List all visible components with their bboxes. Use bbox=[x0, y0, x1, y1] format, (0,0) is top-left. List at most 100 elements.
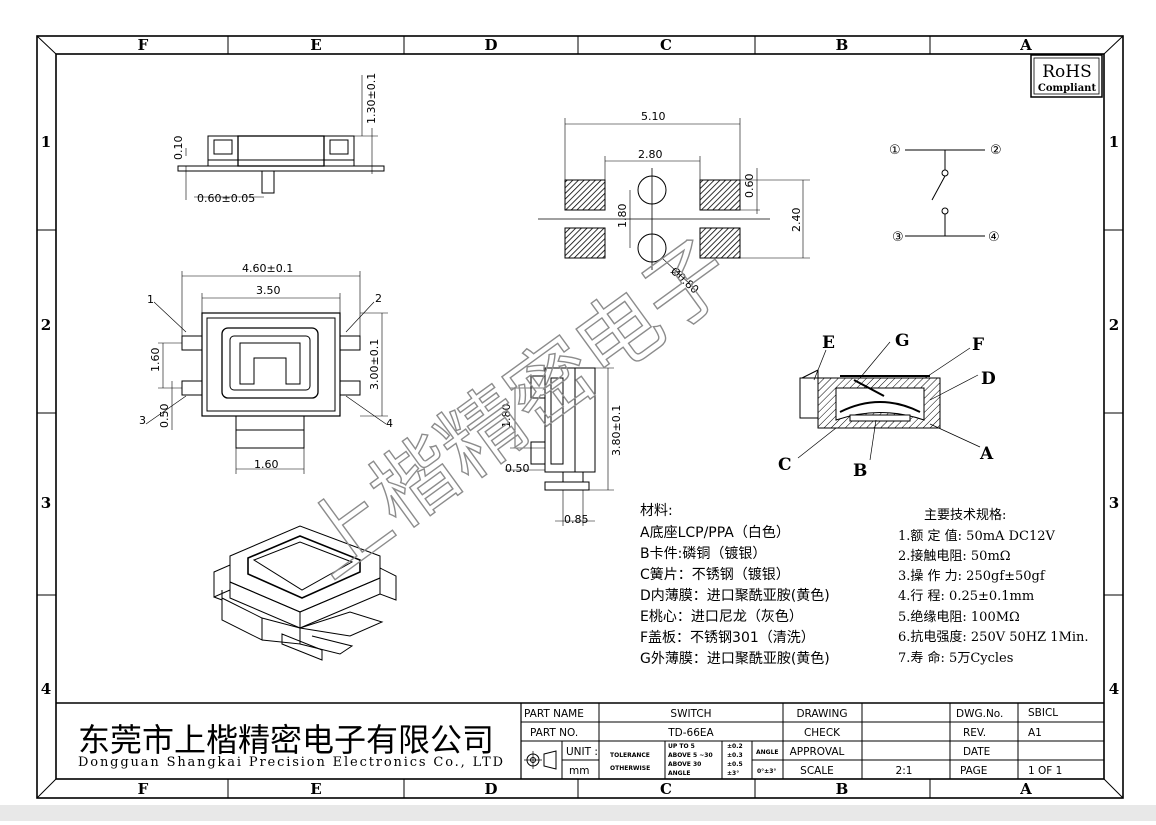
label-E: E bbox=[822, 333, 835, 353]
tol-value: ±0.3 bbox=[727, 752, 743, 759]
zone-col-bottom: F bbox=[138, 780, 149, 798]
zone-col-top: A bbox=[1019, 36, 1032, 54]
check-label: CHECK bbox=[804, 727, 841, 739]
label-F: F bbox=[972, 335, 984, 355]
top-view-dims: 4.60±0.1 3.50 3.00±0.1 1.60 0.50 1.60 1 … bbox=[139, 262, 393, 471]
pin-label-3: 3 bbox=[139, 414, 146, 427]
zone-col-top: E bbox=[310, 36, 321, 54]
material-item: F盖板：不锈钢301（清洗） bbox=[640, 630, 815, 646]
zone-col-bottom: D bbox=[484, 780, 497, 798]
zone-col-top: F bbox=[138, 36, 149, 54]
angle-value: 0°±3° bbox=[757, 768, 776, 775]
label-D: D bbox=[981, 369, 996, 389]
pin-1-label: ① bbox=[889, 143, 901, 158]
rev-label: REV. bbox=[963, 727, 986, 739]
section-labels: E G F D A B C bbox=[778, 331, 996, 481]
spec-item: 3.操 作 力: 250gf±50gf bbox=[898, 568, 1046, 584]
dim-height: 3.00±0.1 bbox=[368, 339, 381, 390]
footprint-view bbox=[538, 118, 810, 287]
label-B: B bbox=[853, 461, 867, 481]
dwg-no-label: DWG.No. bbox=[956, 708, 1003, 720]
pin-2-label: ② bbox=[990, 143, 1002, 158]
schematic-pins: ① ② ③ ④ bbox=[889, 143, 1002, 245]
title-block-text: 东莞市上楷精密电子有限公司 Dongguan Shangkai Precisio… bbox=[78, 707, 1062, 777]
pin-4-label: ④ bbox=[988, 230, 1000, 245]
zone-col-bottom: C bbox=[660, 780, 672, 798]
dim-c: 0.85 bbox=[564, 513, 589, 526]
title-block bbox=[56, 702, 1104, 779]
dim-width: 0.60±0.05 bbox=[197, 192, 255, 205]
section-view bbox=[797, 341, 981, 461]
material-item: G外薄膜：进口聚酰亚胺(黄色) bbox=[640, 650, 830, 667]
tol-range: UP TO 5 bbox=[668, 743, 695, 750]
material-item: A底座LCP/PPA（白色） bbox=[640, 524, 790, 541]
tol-value: ±0.2 bbox=[727, 743, 743, 750]
bottom-strip bbox=[0, 805, 1156, 821]
label-C: C bbox=[778, 455, 792, 475]
tol-value: ±3° bbox=[727, 770, 739, 777]
zone-col-top: D bbox=[484, 36, 497, 54]
part-name-value: SWITCH bbox=[670, 708, 711, 720]
zone-labels: F E D C B A F E D C B A 1 2 3 4 1 2 3 4 bbox=[41, 36, 1119, 798]
unit-value: mm bbox=[569, 765, 589, 777]
side-view-dims: 1.30±0.1 0.10 0.60±0.05 bbox=[172, 73, 378, 205]
dim-pin-width: 0.50 bbox=[158, 404, 171, 429]
dim-pitch: 2.40 bbox=[790, 208, 803, 233]
zone-row-right: 4 bbox=[1109, 680, 1119, 698]
rohs-text: RoHS bbox=[1042, 62, 1092, 82]
date-label: DATE bbox=[963, 746, 990, 758]
zone-row-left: 3 bbox=[41, 494, 51, 512]
tol-range: ABOVE 5 ~30 bbox=[668, 752, 713, 759]
zone-col-bottom: B bbox=[836, 780, 849, 798]
spec-item: 1.额 定 值: 50mA DC12V bbox=[898, 528, 1055, 544]
scale-label: SCALE bbox=[800, 765, 834, 777]
dim-gap: 1.80 bbox=[616, 204, 629, 229]
specs-title: 主要技术规格: bbox=[924, 507, 1006, 523]
spec-item: 6.抗电强度: 250V 50HZ 1Min. bbox=[898, 629, 1089, 645]
otherwise-label: OTHERWISE bbox=[610, 765, 650, 772]
zone-row-left: 2 bbox=[41, 316, 51, 334]
tol-range: ANGLE bbox=[668, 770, 691, 777]
material-item: E桃心：进口尼龙（灰色） bbox=[640, 608, 803, 625]
material-item: D内薄膜：进口聚酰亚胺(黄色) bbox=[640, 587, 830, 604]
spec-item: 5.绝缘电阻: 100MΩ bbox=[898, 609, 1020, 625]
approval-label: APPROVAL bbox=[790, 746, 845, 758]
dim-height: 1.30±0.1 bbox=[365, 73, 378, 124]
drawing-label: DRAWING bbox=[796, 708, 847, 720]
label-A: A bbox=[979, 444, 994, 464]
part-no-label: PART NO. bbox=[530, 727, 578, 739]
dim-pin-pitch: 1.60 bbox=[149, 348, 162, 373]
dim-total: 5.10 bbox=[641, 110, 666, 123]
pin-label-1: 1 bbox=[147, 293, 154, 306]
page-label: PAGE bbox=[960, 765, 987, 777]
part-name-label: PART NAME bbox=[524, 708, 584, 720]
side-view bbox=[177, 75, 385, 200]
specs-list: 主要技术规格: 1.额 定 值: 50mA DC12V 2.接触电阻: 50mΩ… bbox=[898, 507, 1089, 666]
part-no-value: TD-66EA bbox=[667, 727, 714, 739]
spec-item: 7.寿 命: 5万Cycles bbox=[898, 650, 1013, 666]
dim-total: 4.60±0.1 bbox=[242, 262, 293, 275]
end-view bbox=[505, 367, 614, 526]
material-item: B卡件:磷铜（镀银） bbox=[640, 545, 766, 562]
zone-col-top: C bbox=[660, 36, 672, 54]
label-G: G bbox=[895, 331, 910, 351]
dim-pad: 0.60 bbox=[743, 174, 756, 199]
page-value: 1 OF 1 bbox=[1028, 765, 1062, 777]
zone-row-right: 1 bbox=[1109, 133, 1119, 151]
company-name-cn: 东莞市上楷精密电子有限公司 bbox=[78, 721, 494, 759]
materials-title: 材料: bbox=[640, 503, 673, 519]
rohs-compliant-text: Compliant bbox=[1038, 83, 1097, 94]
scale-value: 2:1 bbox=[896, 765, 913, 777]
pin-3-label: ③ bbox=[892, 230, 904, 245]
dim-bottom: 1.60 bbox=[254, 458, 279, 471]
pin-label-2: 2 bbox=[375, 292, 382, 305]
spec-item: 2.接触电阻: 50mΩ bbox=[898, 548, 1011, 564]
end-view-dims: 1.80 0.50 3.80±0.1 0.85 bbox=[500, 404, 623, 527]
material-item: C簧片：不锈钢（镀银） bbox=[640, 566, 790, 583]
angle-label: ANGLE bbox=[756, 749, 779, 756]
isometric-view bbox=[213, 525, 397, 661]
unit-label: UNIT : bbox=[566, 746, 598, 758]
zone-row-left: 4 bbox=[41, 680, 51, 698]
spec-item: 4.行 程: 0.25±0.1mm bbox=[898, 589, 1034, 604]
rev-value: A1 bbox=[1028, 727, 1042, 739]
